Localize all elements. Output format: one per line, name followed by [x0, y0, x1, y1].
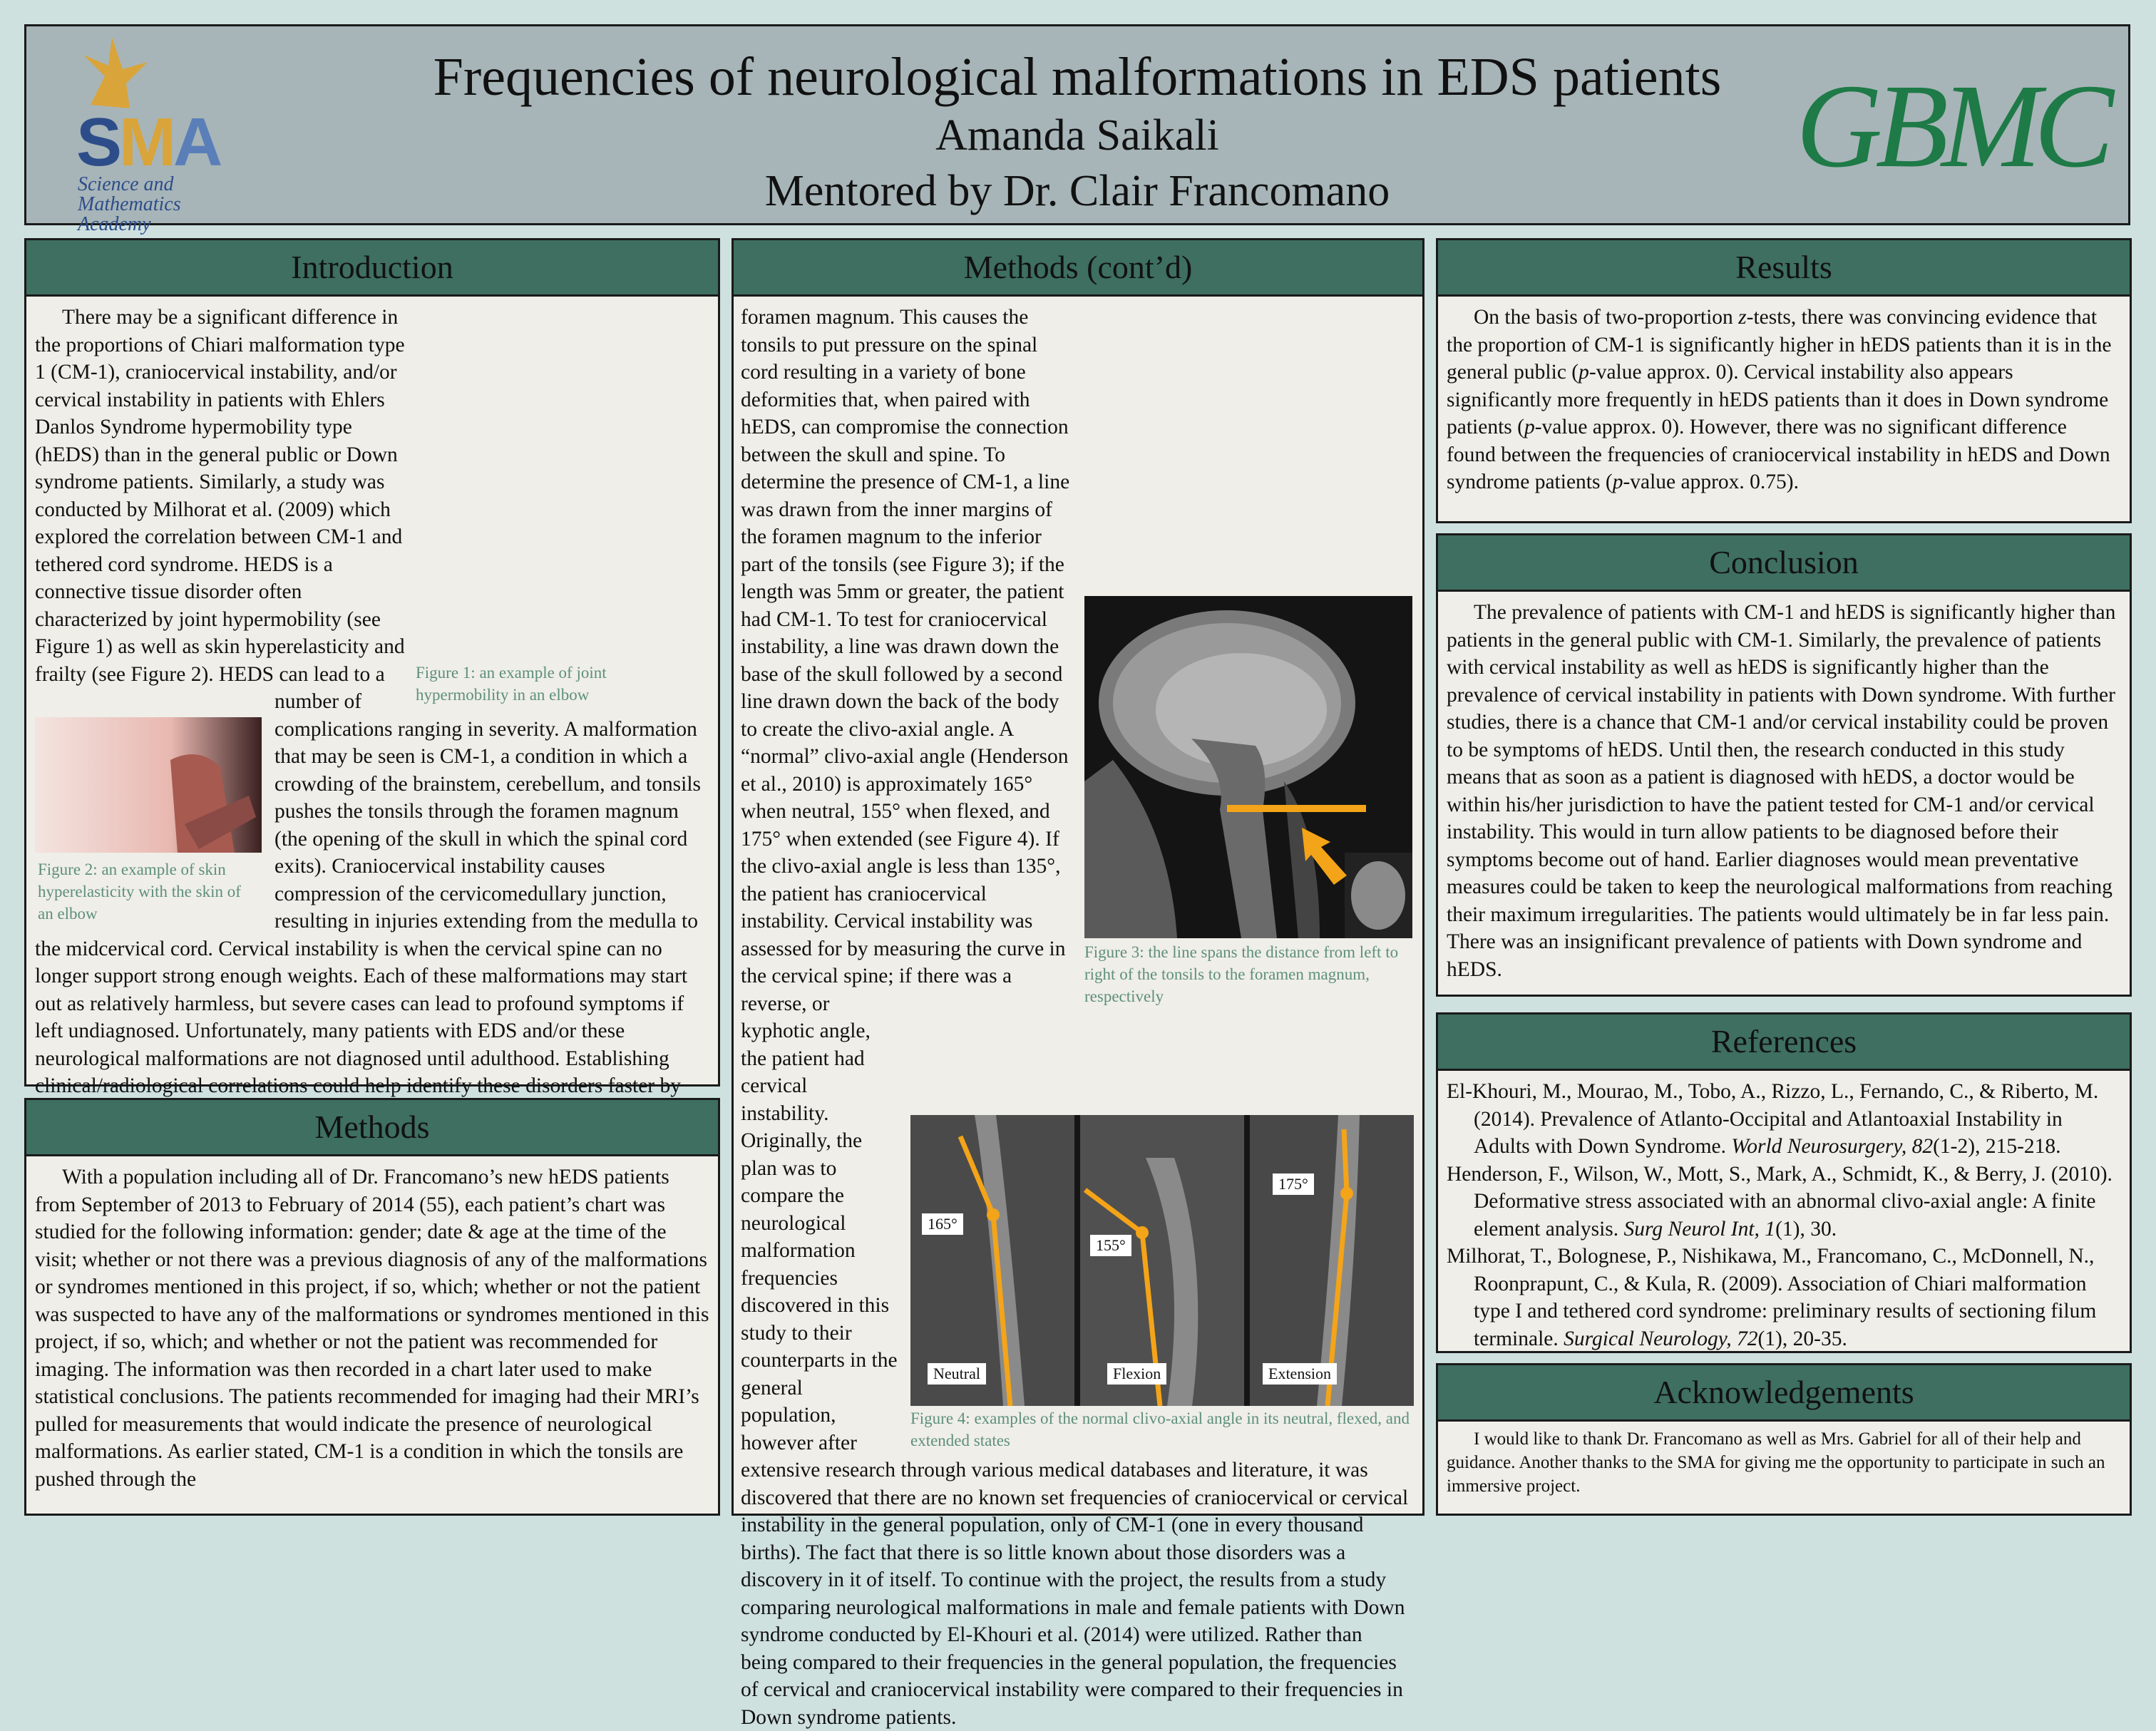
angle-label-175: 175° — [1273, 1173, 1314, 1195]
reference-1: El-Khouri, M., Mourao, M., Tobo, A., Riz… — [1447, 1080, 2099, 1158]
references-heading: References — [1438, 1015, 2130, 1071]
figure-2-caption: Figure 2: an example of skin hyperelasti… — [38, 861, 241, 923]
figure-3-caption: Figure 3: the line spans the distance fr… — [1084, 943, 1399, 1005]
methods-cont-text: foramen magnum. This causes the tonsils … — [741, 306, 1409, 1729]
results-panel: Results On the basis of two-proportion z… — [1436, 238, 2132, 523]
results-heading: Results — [1438, 240, 2130, 297]
results-text: On the basis of two-proportion z-tests, … — [1447, 306, 2112, 493]
poster-author: Amanda Saikali — [935, 111, 1219, 160]
figure-1-caption: Figure 1: an example of joint hypermobil… — [416, 664, 607, 704]
figure-3-slot: Figure 3: the line spans the distance fr… — [1079, 596, 1414, 1006]
figure-2-image — [35, 717, 262, 853]
methods-cont-heading: Methods (cont’d) — [734, 240, 1422, 297]
acknowledgements-text: I would like to thank Dr. Francomano as … — [1447, 1429, 2105, 1496]
reference-3: Milhorat, T., Bolognese, P., Nishikawa, … — [1447, 1245, 2097, 1350]
methods-heading: Methods — [26, 1100, 718, 1156]
introduction-heading: Introduction — [26, 240, 718, 297]
extension-label: Extension — [1263, 1363, 1337, 1385]
sma-logo: SMA Science and Mathematics Academy — [48, 34, 222, 235]
poster-header: SMA Science and Mathematics Academy Freq… — [24, 24, 2130, 235]
references-panel: References El-Khouri, M., Mourao, M., To… — [1436, 1012, 2132, 1353]
figure-1-slot: Figure 1: an example of joint hypermobil… — [410, 496, 709, 704]
poster-title: Frequencies of neurological malformation… — [433, 47, 1722, 107]
sma-subtitle: Science and Mathematics Academy — [78, 173, 181, 235]
poster-mentor: Mentored by Dr. Clair Francomano — [764, 167, 1390, 215]
acknowledgements-panel: Acknowledgements I would like to thank D… — [1436, 1363, 2132, 1516]
sma-letter-a: A — [173, 104, 222, 180]
methods-cont-panel: Methods (cont’d) Figure 3: the li — [732, 238, 1424, 1729]
methods-text: With a population including all of Dr. F… — [35, 1166, 709, 1491]
methods-panel: Methods With a population including all … — [24, 1098, 720, 1516]
flexion-label: Flexion — [1107, 1363, 1167, 1385]
gbmc-logo: GBMC — [1796, 60, 2114, 192]
angle-label-165: 165° — [922, 1213, 963, 1235]
figure-2-slot: Figure 2: an example of skin hyperelasti… — [35, 717, 270, 931]
angle-label-155: 155° — [1090, 1235, 1131, 1256]
sma-letter-s: S — [76, 104, 122, 180]
neutral-label: Neutral — [928, 1363, 986, 1385]
conclusion-heading: Conclusion — [1438, 535, 2130, 592]
conclusion-text: The prevalence of patients with CM-1 and… — [1447, 601, 2116, 981]
introduction-panel: Introduction Figure 1: an example of joi… — [24, 238, 720, 1152]
figure-3-image — [1084, 596, 1412, 938]
reference-2: Henderson, F., Wilson, W., Mott, S., Mar… — [1447, 1162, 2113, 1241]
figure-4-caption: Figure 4: examples of the normal clivo-a… — [910, 1409, 1410, 1449]
conclusion-panel: Conclusion The prevalence of patients wi… — [1436, 533, 2132, 997]
acknowledgements-heading: Acknowledgements — [1438, 1365, 2130, 1422]
eagle-icon — [83, 37, 148, 108]
figure-4-slot: 165° 155° 175° Neutral Flexion Extension… — [899, 1115, 1414, 1452]
figure-4-image: 165° 155° 175° Neutral Flexion Extension — [910, 1115, 1414, 1406]
sma-letter-m: M — [119, 104, 176, 180]
figure-3-arrow — [1302, 828, 1347, 885]
